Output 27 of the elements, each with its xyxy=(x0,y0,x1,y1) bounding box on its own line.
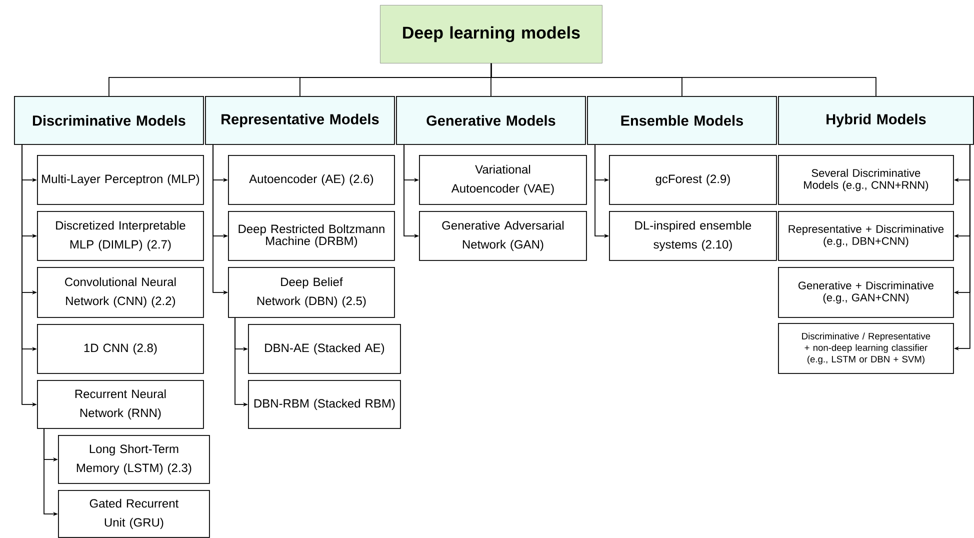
model-box: Multi-Layer Perceptron (MLP) xyxy=(37,155,204,205)
model-box: Convolutional Neural Network (CNN) (2.2) xyxy=(37,267,204,318)
model-box: Gated Recurrent Unit (GRU) xyxy=(58,490,210,538)
model-box: Generative Adversarial Network (GAN) xyxy=(419,211,587,261)
model-box: Discretized Interpretable MLP (DIMLP) (2.7) xyxy=(37,211,204,261)
model-box: Recurrent Neural Network (RNN) xyxy=(37,380,204,429)
model-box: Long Short-Term Memory (LSTM) (2.3) xyxy=(58,435,210,484)
category-box: Discriminative Models xyxy=(14,96,204,145)
root-box: Deep learning models xyxy=(380,5,602,64)
connector-line xyxy=(490,62,876,96)
model-box: Generative + Discriminative (e.g., GAN+CNN) xyxy=(778,267,954,318)
model-box: Deep Belief Network (DBN) (2.5) xyxy=(228,267,395,318)
model-box: Discriminative / Representative + non-deep learning classifier (e.g., LSTM or DBN + SVM) xyxy=(778,323,954,374)
model-box: gcForest (2.9) xyxy=(609,155,777,205)
category-box: Hybrid Models xyxy=(778,96,974,145)
category-box: Representative Models xyxy=(205,96,395,145)
model-box: Variational Autoencoder (VAE) xyxy=(419,155,587,205)
category-box: Generative Models xyxy=(396,96,586,145)
model-box: DL-inspired ensemble systems (2.10) xyxy=(609,211,777,261)
model-box: 1D CNN (2.8) xyxy=(37,324,204,374)
category-box: Ensemble Models xyxy=(587,96,777,145)
model-box: Autoencoder (AE) (2.6) xyxy=(228,155,395,205)
model-box: DBN-RBM (Stacked RBM) xyxy=(248,380,401,429)
model-box: Deep Restricted Boltzmann Machine (DRBM) xyxy=(228,211,395,261)
model-box: Several Discriminative Models (e.g., CNN+RNN) xyxy=(778,155,954,205)
model-box: DBN-AE (Stacked AE) xyxy=(248,324,401,374)
model-box: Representative + Discriminative (e.g., DBN+CNN) xyxy=(778,211,954,261)
